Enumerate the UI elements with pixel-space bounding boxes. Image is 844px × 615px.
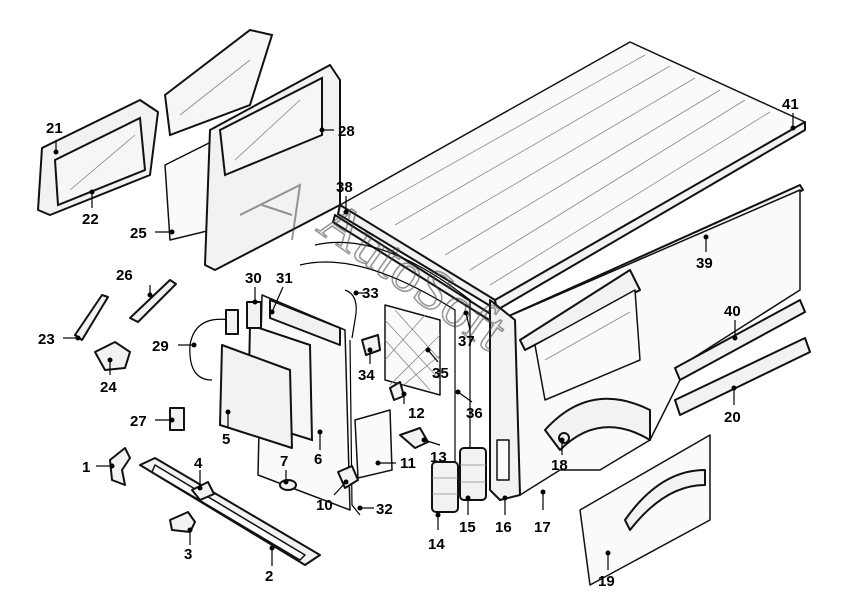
bracket-3 [169, 511, 196, 533]
striker-10 [337, 465, 359, 489]
rear-inner-structure [299, 241, 471, 505]
cable-29 [189, 309, 239, 381]
stay-26 [129, 279, 177, 323]
callout-39: 39 [696, 255, 713, 272]
stay-23 [74, 294, 109, 341]
callout-18: 18 [551, 457, 568, 474]
callout-38: 38 [336, 179, 353, 196]
latch-13 [399, 427, 429, 449]
callout-21: 21 [46, 120, 63, 137]
side-window-frame [37, 99, 159, 216]
callout-10: 10 [316, 497, 333, 514]
callout-27: 27 [130, 413, 147, 430]
callout-7: 7 [280, 453, 288, 470]
callout-19: 19 [598, 573, 615, 590]
callout-41: 41 [782, 96, 799, 113]
callout-33: 33 [362, 285, 379, 302]
leader-lines [53, 113, 796, 570]
hinge-1 [109, 447, 131, 486]
bracket-30 [246, 301, 262, 329]
sill-rail-upper [674, 299, 806, 381]
callout-23: 23 [38, 331, 55, 348]
callout-29: 29 [152, 338, 169, 355]
rear-pillar [489, 299, 521, 501]
callout-20: 20 [724, 409, 741, 426]
callout-31: 31 [276, 270, 293, 287]
callout-13: 13 [430, 449, 447, 466]
callout-labels: 1 2 3 4 5 6 7 10 11 12 13 14 15 16 17 18… [38, 96, 799, 590]
side-door-panel [164, 64, 341, 271]
rear-door [219, 294, 351, 511]
callout-1: 1 [82, 459, 90, 476]
callout-25: 25 [130, 225, 147, 242]
side-window-glass-upper [163, 28, 274, 137]
callout-35: 35 [432, 365, 449, 382]
callout-30: 30 [245, 270, 262, 287]
callout-15: 15 [459, 519, 476, 536]
callout-11: 11 [400, 455, 416, 472]
rear-cross-member [139, 457, 321, 566]
callout-32: 32 [376, 501, 393, 518]
callout-4: 4 [194, 455, 203, 472]
strap-33 [344, 289, 357, 339]
rear-lamp-right [459, 447, 487, 501]
bracket-4 [191, 481, 215, 501]
callout-12: 12 [408, 405, 425, 422]
callout-26: 26 [116, 267, 133, 284]
callout-3: 3 [184, 546, 192, 563]
rear-lower-panel [354, 409, 393, 479]
rear-fender [579, 434, 711, 586]
callout-24: 24 [100, 379, 117, 396]
sill-rail-lower [674, 337, 811, 416]
callout-6: 6 [314, 451, 322, 468]
callout-14: 14 [428, 536, 445, 553]
latch-24 [94, 341, 131, 371]
callout-37: 37 [458, 333, 475, 350]
callout-16: 16 [495, 519, 512, 536]
callout-34: 34 [358, 367, 375, 384]
side-body-panel [499, 189, 801, 496]
callout-40: 40 [724, 303, 741, 320]
callout-17: 17 [534, 519, 551, 536]
callout-5: 5 [222, 431, 230, 448]
callout-2: 2 [265, 568, 273, 585]
rear-lamp-left [431, 461, 459, 513]
seal-32 [349, 339, 361, 516]
bracket-34 [361, 334, 381, 356]
callout-28: 28 [338, 123, 355, 140]
callout-36: 36 [466, 405, 483, 422]
callout-22: 22 [82, 211, 99, 228]
roof-panel [337, 41, 806, 311]
